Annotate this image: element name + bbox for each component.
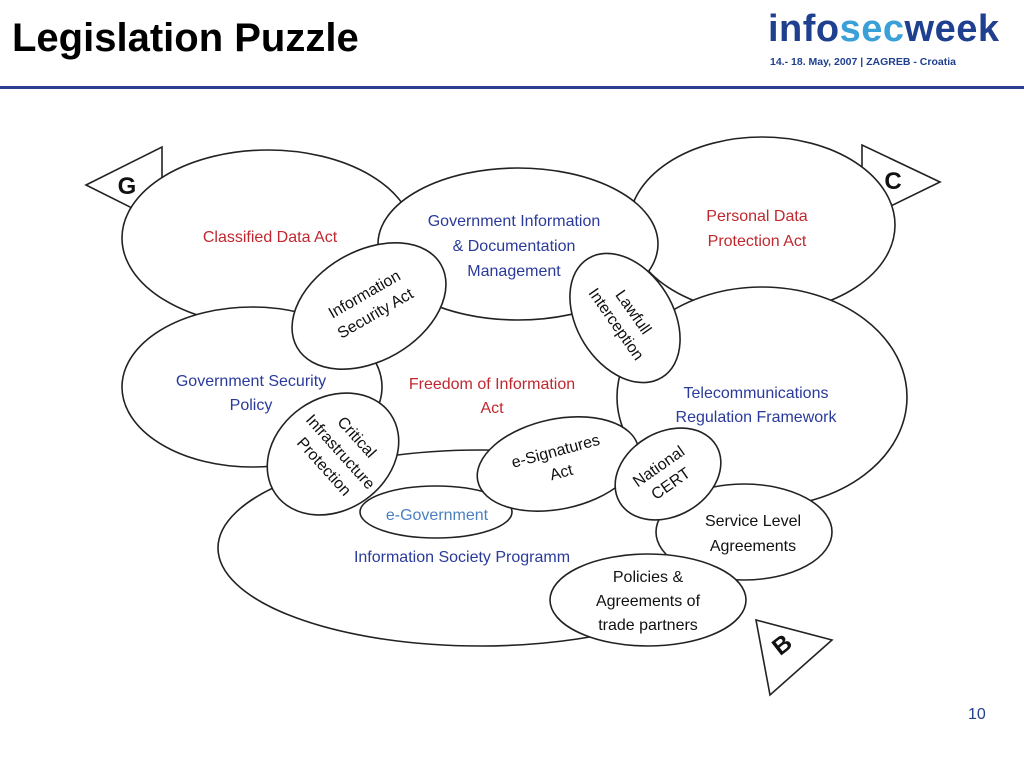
slide-title: Legislation Puzzle (12, 16, 359, 60)
label-foi: Freedom of Information Act (409, 376, 575, 417)
label-telecom-line1: Telecommunications (684, 385, 829, 402)
label-foi-line2: Act (480, 400, 504, 417)
label-gov-sec-line1: Government Security (176, 373, 326, 390)
label-gov-security: Government Security Policy (176, 373, 326, 414)
label-gov-sec-line2: Policy (230, 397, 273, 414)
ellipse-cert (614, 427, 722, 521)
corner-label-c: C (884, 168, 901, 195)
label-sla: Service Level Agreements (705, 513, 801, 555)
ellipse-lawful (569, 252, 681, 384)
corner-label-g: G (118, 173, 137, 200)
ellipse-egov (359, 485, 513, 539)
label-gov-info-line3: Management (467, 263, 561, 280)
label-personal-data: Personal Data Protection Act (706, 208, 807, 250)
logo-tagline: 14.- 18. May, 2007 | ZAGREB - Croatia (770, 56, 956, 68)
ellipse-policies (549, 553, 747, 647)
triangle-b (754, 618, 834, 697)
label-telecom: Telecommunications Regulation Framework (676, 385, 838, 426)
infosecweek-logo: infosecweek 14.- 18. May, 2007 | ZAGREB … (768, 8, 1018, 74)
label-foi-line1: Freedom of Information (409, 376, 575, 393)
label-gov-info-line1: Government Information (428, 213, 601, 230)
page-number: 10 (968, 706, 986, 723)
label-info-society: Information Society Programm (354, 549, 570, 566)
header-divider (0, 86, 1024, 89)
label-egov: e-Government (386, 507, 489, 524)
label-sla-line2: Agreements (710, 538, 796, 555)
ellipse-critical (266, 392, 400, 516)
label-personal-line1: Personal Data (706, 208, 807, 225)
label-gov-info: Government Information & Documentation M… (428, 213, 601, 280)
logo-part-info: info (768, 8, 840, 50)
label-personal-line2: Protection Act (708, 233, 807, 250)
label-esig-line2: Act (548, 462, 575, 485)
logo-part-sec: sec (839, 8, 905, 50)
label-classified-data-act: Classified Data Act (203, 229, 338, 246)
ellipse-info-sec (291, 242, 447, 370)
label-telecom-line2: Regulation Framework (676, 409, 838, 426)
label-policies: Policies & Agreements of trade partners (596, 569, 701, 634)
label-policies-line3: trade partners (598, 617, 698, 634)
label-gov-info-line2: & Documentation (453, 238, 576, 255)
ellipse-sla (655, 483, 833, 581)
logo-part-week: week (904, 8, 1000, 50)
label-policies-line2: Agreements of (596, 593, 701, 610)
label-policies-line1: Policies & (613, 569, 684, 586)
label-sla-line1: Service Level (705, 513, 801, 530)
logo-wordmark: infosecweek (768, 8, 1018, 51)
